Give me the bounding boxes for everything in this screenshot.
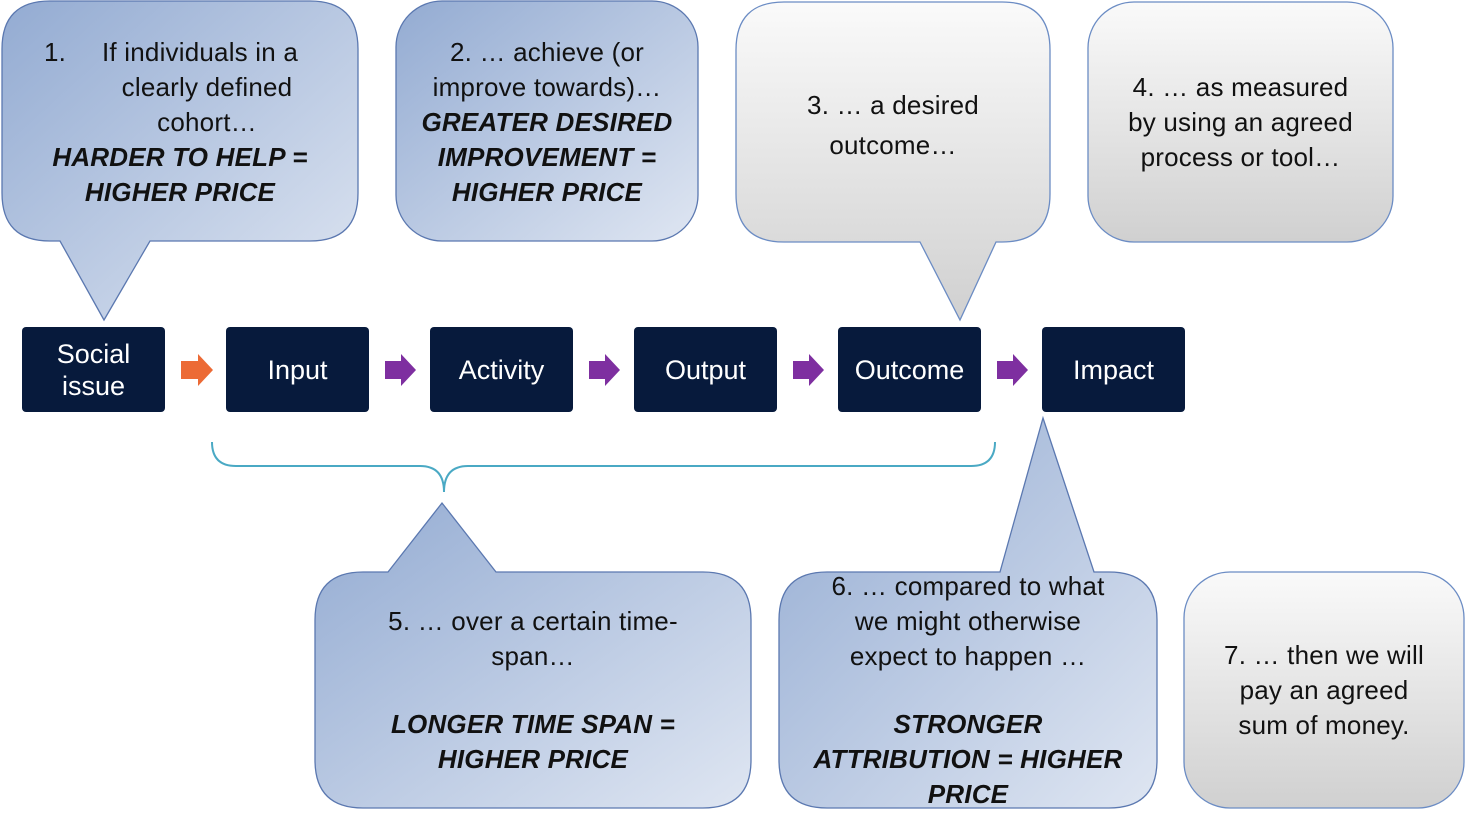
callout-4-bubble xyxy=(1087,1,1394,243)
callout-4-line3: process or tool… xyxy=(1140,142,1341,172)
flow-arrow-1 xyxy=(181,354,213,386)
callout-3-line1: 3. … a desired xyxy=(807,90,979,120)
step-social-issue-label: Social issue xyxy=(56,338,131,401)
callout-1-line3: cohort… xyxy=(157,107,257,137)
callout-5-line2: span… xyxy=(491,641,575,671)
callout-3-line2: outcome… xyxy=(829,130,957,160)
callout-1-line1: If individuals in a xyxy=(102,37,299,67)
callout-7-bubble xyxy=(1183,571,1465,809)
callout-6-emphasis-1: STRONGER xyxy=(893,709,1043,739)
callout-4-line2: by using an agreed xyxy=(1128,107,1353,137)
callout-1-bubble xyxy=(1,0,359,322)
callout-6-emphasis-3: PRICE xyxy=(927,779,1009,809)
callout-6-emphasis-2: ATTRIBUTION = HIGHER xyxy=(813,744,1123,774)
callout-2-bubble xyxy=(395,0,699,242)
callout-6-line1: 6. … compared to what xyxy=(831,571,1105,601)
callout-1-number: 1. xyxy=(44,37,67,67)
callout-5-bubble xyxy=(314,501,752,809)
callout-2-emphasis-3: HIGHER PRICE xyxy=(451,177,643,207)
callout-2-line2: improve towards)… xyxy=(432,72,662,102)
callout-6-line2: we might otherwise xyxy=(854,606,1082,636)
callout-7-line1: 7. … then we will xyxy=(1224,640,1424,670)
callout-7-line2: pay an agreed xyxy=(1239,675,1409,705)
flow-arrow-2 xyxy=(385,354,416,386)
step-output-label: Output xyxy=(664,354,747,385)
callout-7-line3: sum of money. xyxy=(1238,710,1410,740)
flow-arrow-4 xyxy=(793,354,824,386)
callout-1-line2: clearly defined xyxy=(121,72,293,102)
timespan-brace xyxy=(211,441,996,493)
callout-7-text: 7. … then we will pay an agreed sum of m… xyxy=(1184,638,1464,743)
callout-2-emphasis-1: GREATER DESIRED xyxy=(421,107,673,137)
flow-arrow-3 xyxy=(589,354,620,386)
step-outcome: Outcome xyxy=(838,327,981,412)
step-activity-label: Activity xyxy=(458,354,545,385)
step-activity: Activity xyxy=(430,327,573,412)
callout-3-bubble xyxy=(735,1,1051,322)
callout-6-text: 6. … compared to what we might otherwise… xyxy=(779,569,1157,812)
callout-2-line1: 2. … achieve (or xyxy=(450,37,644,67)
callout-2-text: 2. … achieve (or improve towards)… GREAT… xyxy=(396,35,698,210)
flow-arrow-5 xyxy=(997,354,1028,386)
callout-4-text: 4. … as measured by using an agreed proc… xyxy=(1088,70,1393,175)
step-input: Input xyxy=(226,327,369,412)
callout-2-emphasis-2: IMPROVEMENT = xyxy=(437,142,657,172)
callout-4-line1: 4. … as measured xyxy=(1132,72,1349,102)
step-input-label: Input xyxy=(267,354,328,385)
step-outcome-label: Outcome xyxy=(854,354,965,385)
callout-1-emphasis-1: HARDER TO HELP = xyxy=(52,142,308,172)
callout-5-text: 5. … over a certain time- span… LONGER T… xyxy=(315,604,751,777)
callout-5-line1: 5. … over a certain time- xyxy=(388,606,678,636)
callout-5-emphasis-1: LONGER TIME SPAN = xyxy=(390,709,676,739)
callout-6-bubble xyxy=(778,415,1158,809)
callout-6-line3: expect to happen … xyxy=(849,641,1087,671)
callout-1-emphasis-2: HIGHER PRICE xyxy=(84,177,276,207)
callout-5-emphasis-2: HIGHER PRICE xyxy=(437,744,629,774)
step-impact-label: Impact xyxy=(1072,354,1155,385)
callout-3-text: 3. … a desired outcome… xyxy=(736,85,1050,165)
step-impact: Impact xyxy=(1042,327,1185,412)
step-social-issue: Social issue xyxy=(22,327,165,412)
callout-1-text: 1. If individuals in a clearly defined co… xyxy=(20,35,340,210)
step-output: Output xyxy=(634,327,777,412)
